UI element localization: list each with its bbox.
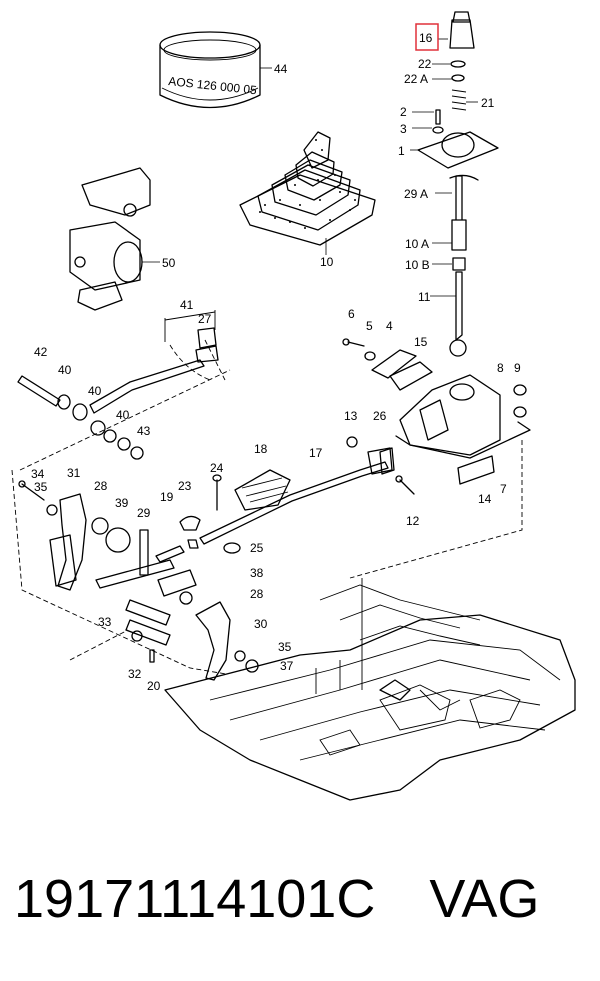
callout-10a: 10 A [405,237,429,251]
callout-37: 37 [280,659,294,673]
callout-42: 42 [34,345,48,359]
callout-5: 5 [366,319,373,333]
parts-6-5-4-15 [342,338,433,391]
callout-24: 24 [210,461,224,475]
ring-inscription: AOS 126 000 05 [168,74,258,97]
callout-10b: 10 B [405,258,430,272]
floor-pan [164,578,576,801]
callout-38: 38 [250,566,264,580]
callout-20: 20 [147,679,161,693]
callout-18: 18 [254,442,268,456]
callout-22a: 22 A [404,72,428,86]
brand-name: VAG [429,869,540,929]
callout-4: 4 [386,319,393,333]
lower-linkage [11,440,523,681]
callout-labels: 16 22 22 A 21 2 3 1 29 A 10 A 10 B 11 44… [31,31,521,693]
callout-28-a: 28 [94,479,108,493]
gear-rod-left [17,359,231,471]
callout-39: 39 [115,496,129,510]
shift-rod-17 [179,447,415,554]
callout-40-a: 40 [58,363,72,377]
callout-35-a: 35 [34,480,48,494]
callout-13: 13 [344,409,358,423]
shift-lever-assembly [410,11,499,357]
callout-40-b: 40 [88,384,102,398]
callout-10: 10 [320,255,334,269]
callout-44: 44 [274,62,288,76]
part-7-housing [346,374,531,485]
callout-26: 26 [373,409,387,423]
callout-31: 31 [67,466,81,480]
callout-50: 50 [162,256,176,270]
callout-3: 3 [400,122,407,136]
callout-25: 25 [250,541,264,555]
callout-19: 19 [160,490,174,504]
callout-12: 12 [406,514,420,528]
part-number: 19171114101C [14,869,376,929]
callout-21: 21 [481,96,495,110]
callout-11: 11 [418,290,431,304]
callout-2: 2 [400,105,407,119]
callout-14: 14 [478,492,492,506]
part-10-boot [239,131,376,255]
callout-43: 43 [137,424,151,438]
exploded-parts-diagram: AOS 126 000 05 [11,11,576,801]
callout-28-b: 28 [250,587,264,601]
callout-7: 7 [500,482,507,496]
callout-6: 6 [348,307,355,321]
callout-15: 15 [414,335,428,349]
callout-30: 30 [254,617,268,631]
callout-40-c: 40 [116,408,130,422]
callout-35-b: 35 [278,640,292,654]
callout-16: 16 [419,31,433,45]
callout-41: 41 [180,298,194,312]
callout-32: 32 [128,667,142,681]
callout-22: 22 [418,57,432,71]
part-41-bracket [164,310,226,381]
highlight-box-16 [415,23,439,51]
callout-9: 9 [514,361,521,375]
callout-34: 34 [31,467,45,481]
part-caption: 19171114101C VAG [14,868,594,948]
part-50-mount [69,167,160,311]
callout-29a: 29 A [404,187,428,201]
callout-29: 29 [137,506,151,520]
callout-27: 27 [198,312,212,326]
callout-23: 23 [178,479,192,493]
part-44-ring: AOS 126 000 05 [159,31,272,109]
callout-8: 8 [497,361,504,375]
callout-1: 1 [398,144,405,158]
callout-33: 33 [98,615,112,629]
callout-17: 17 [309,446,323,460]
